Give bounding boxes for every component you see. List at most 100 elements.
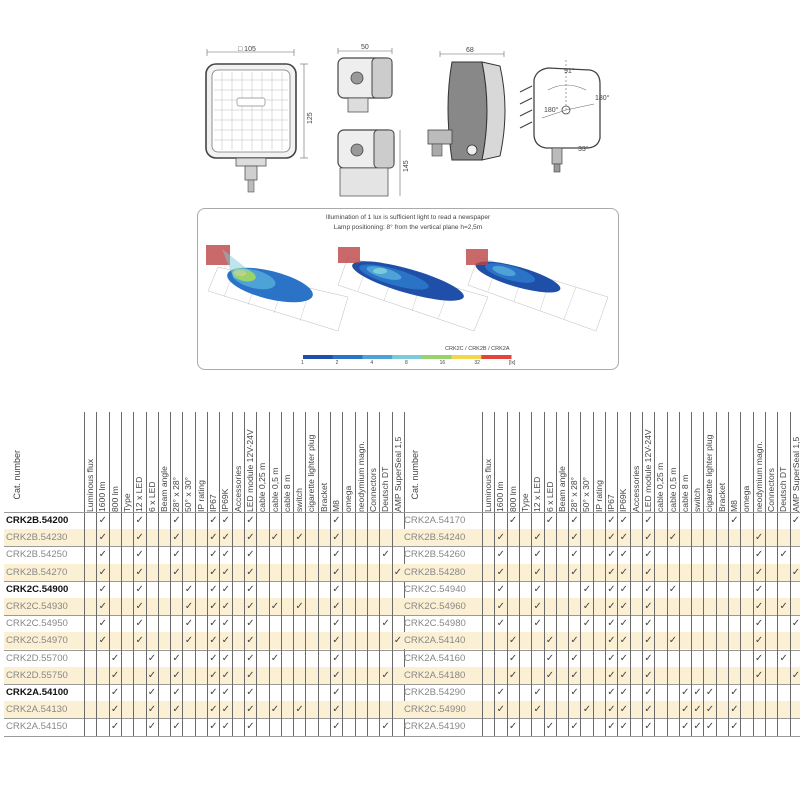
check-mark: ✓ bbox=[184, 618, 194, 630]
column-divider bbox=[182, 412, 184, 736]
check-mark: ✓ bbox=[221, 549, 230, 561]
check-mark: ✓ bbox=[209, 704, 218, 716]
angle-left-label: 180° bbox=[544, 106, 559, 114]
check-mark: ✓ bbox=[693, 704, 702, 716]
check-mark: ✓ bbox=[221, 687, 230, 698]
check-mark: ✓ bbox=[110, 704, 120, 716]
column-divider bbox=[703, 412, 705, 736]
check-mark: ✓ bbox=[533, 566, 542, 578]
check-mark: ✓ bbox=[147, 687, 157, 698]
check-mark: ✓ bbox=[381, 669, 390, 681]
check-mark: ✓ bbox=[135, 566, 144, 578]
cat-number: CRK2C.54960 bbox=[404, 601, 466, 612]
check-mark: ✓ bbox=[332, 618, 341, 630]
check-mark: ✓ bbox=[607, 515, 616, 526]
check-mark: ✓ bbox=[668, 635, 678, 647]
check-mark: ✓ bbox=[110, 721, 120, 733]
check-mark: ✓ bbox=[172, 532, 181, 544]
check-mark: ✓ bbox=[644, 635, 653, 647]
column-divider bbox=[391, 412, 393, 736]
column-divider bbox=[789, 412, 791, 736]
check-mark: ✓ bbox=[381, 618, 390, 630]
lux-scale-bar bbox=[303, 355, 512, 359]
column-divider bbox=[120, 412, 122, 736]
check-mark: ✓ bbox=[644, 721, 653, 733]
check-mark: ✓ bbox=[619, 601, 628, 612]
column-divider bbox=[641, 412, 643, 736]
column-divider bbox=[231, 412, 233, 736]
check-mark: ✓ bbox=[496, 566, 505, 578]
check-mark: ✓ bbox=[754, 618, 764, 630]
table-row: CRK2B.54260✓✓✓✓✓✓✓✓ bbox=[402, 546, 800, 563]
column-divider bbox=[728, 412, 729, 736]
check-mark: ✓ bbox=[705, 721, 715, 733]
check-mark: ✓ bbox=[607, 618, 616, 630]
check-mark: ✓ bbox=[582, 618, 592, 630]
check-mark: ✓ bbox=[681, 687, 690, 698]
table-row: CRK2A.54150✓✓✓✓✓✓✓✓ bbox=[4, 718, 404, 735]
check-mark: ✓ bbox=[172, 687, 181, 698]
check-mark: ✓ bbox=[508, 721, 518, 733]
column-divider bbox=[84, 412, 85, 736]
check-mark: ✓ bbox=[172, 515, 181, 526]
beam-pattern-crk2a bbox=[466, 249, 609, 332]
column-divider bbox=[678, 412, 680, 736]
check-mark: ✓ bbox=[110, 652, 120, 664]
check-mark: ✓ bbox=[496, 618, 505, 630]
check-mark: ✓ bbox=[644, 687, 653, 698]
check-mark: ✓ bbox=[246, 549, 255, 561]
check-mark: ✓ bbox=[644, 618, 653, 630]
check-mark: ✓ bbox=[754, 549, 764, 561]
check-mark: ✓ bbox=[681, 721, 690, 733]
header-divider bbox=[402, 512, 800, 513]
check-mark: ✓ bbox=[246, 583, 255, 595]
check-mark: ✓ bbox=[246, 669, 255, 681]
check-mark: ✓ bbox=[172, 652, 181, 664]
check-mark: ✓ bbox=[619, 721, 628, 733]
angle-view-drawing bbox=[519, 60, 601, 173]
table-row: CRK2C.54900✓✓✓✓✓✓✓ bbox=[4, 581, 404, 598]
column-divider bbox=[96, 412, 98, 736]
column-divider bbox=[629, 412, 631, 736]
row-divider bbox=[402, 580, 800, 582]
table-row: CRK2C.54970✓✓✓✓✓✓✓✓ bbox=[4, 632, 404, 650]
check-mark: ✓ bbox=[147, 704, 157, 716]
row-divider bbox=[4, 718, 404, 720]
row-divider bbox=[402, 615, 800, 617]
lux-scale-segment bbox=[392, 355, 423, 359]
check-mark: ✓ bbox=[246, 721, 255, 733]
side-view-drawing bbox=[337, 48, 401, 197]
check-mark: ✓ bbox=[98, 635, 107, 647]
check-mark: ✓ bbox=[221, 704, 230, 716]
check-mark: ✓ bbox=[607, 566, 616, 578]
check-mark: ✓ bbox=[270, 601, 280, 612]
check-mark: ✓ bbox=[209, 635, 218, 647]
check-mark: ✓ bbox=[754, 583, 764, 595]
lux-scale-label: 16 bbox=[439, 360, 446, 366]
lux-scale-segment bbox=[362, 355, 393, 359]
table-row: CRK2B.54230✓✓✓✓✓✓✓✓✓ bbox=[4, 529, 404, 547]
check-mark: ✓ bbox=[98, 618, 107, 630]
check-mark: ✓ bbox=[644, 515, 653, 526]
check-mark: ✓ bbox=[545, 669, 555, 681]
check-mark: ✓ bbox=[582, 583, 592, 595]
row-divider bbox=[4, 546, 404, 548]
check-mark: ✓ bbox=[184, 601, 194, 612]
check-mark: ✓ bbox=[332, 687, 341, 698]
check-mark: ✓ bbox=[221, 652, 230, 664]
check-mark: ✓ bbox=[147, 721, 157, 733]
check-mark: ✓ bbox=[209, 601, 218, 612]
table-row: CRK2C.54990✓✓✓✓✓✓✓✓✓✓ bbox=[402, 701, 800, 719]
cat-number: CRK2B.54280 bbox=[404, 566, 466, 578]
side-depth-dimension: 68 bbox=[466, 47, 474, 54]
column-divider bbox=[207, 412, 208, 736]
legend-caption: CRK2C / CRK2B / CRK2A bbox=[445, 346, 510, 352]
check-mark: ✓ bbox=[533, 532, 542, 544]
cat-number: CRK2B.54290 bbox=[404, 687, 466, 698]
cat-number: CRK2B.54270 bbox=[6, 566, 68, 578]
check-mark: ✓ bbox=[619, 532, 628, 544]
check-mark: ✓ bbox=[754, 652, 764, 664]
row-divider bbox=[4, 580, 404, 582]
check-mark: ✓ bbox=[754, 669, 764, 681]
